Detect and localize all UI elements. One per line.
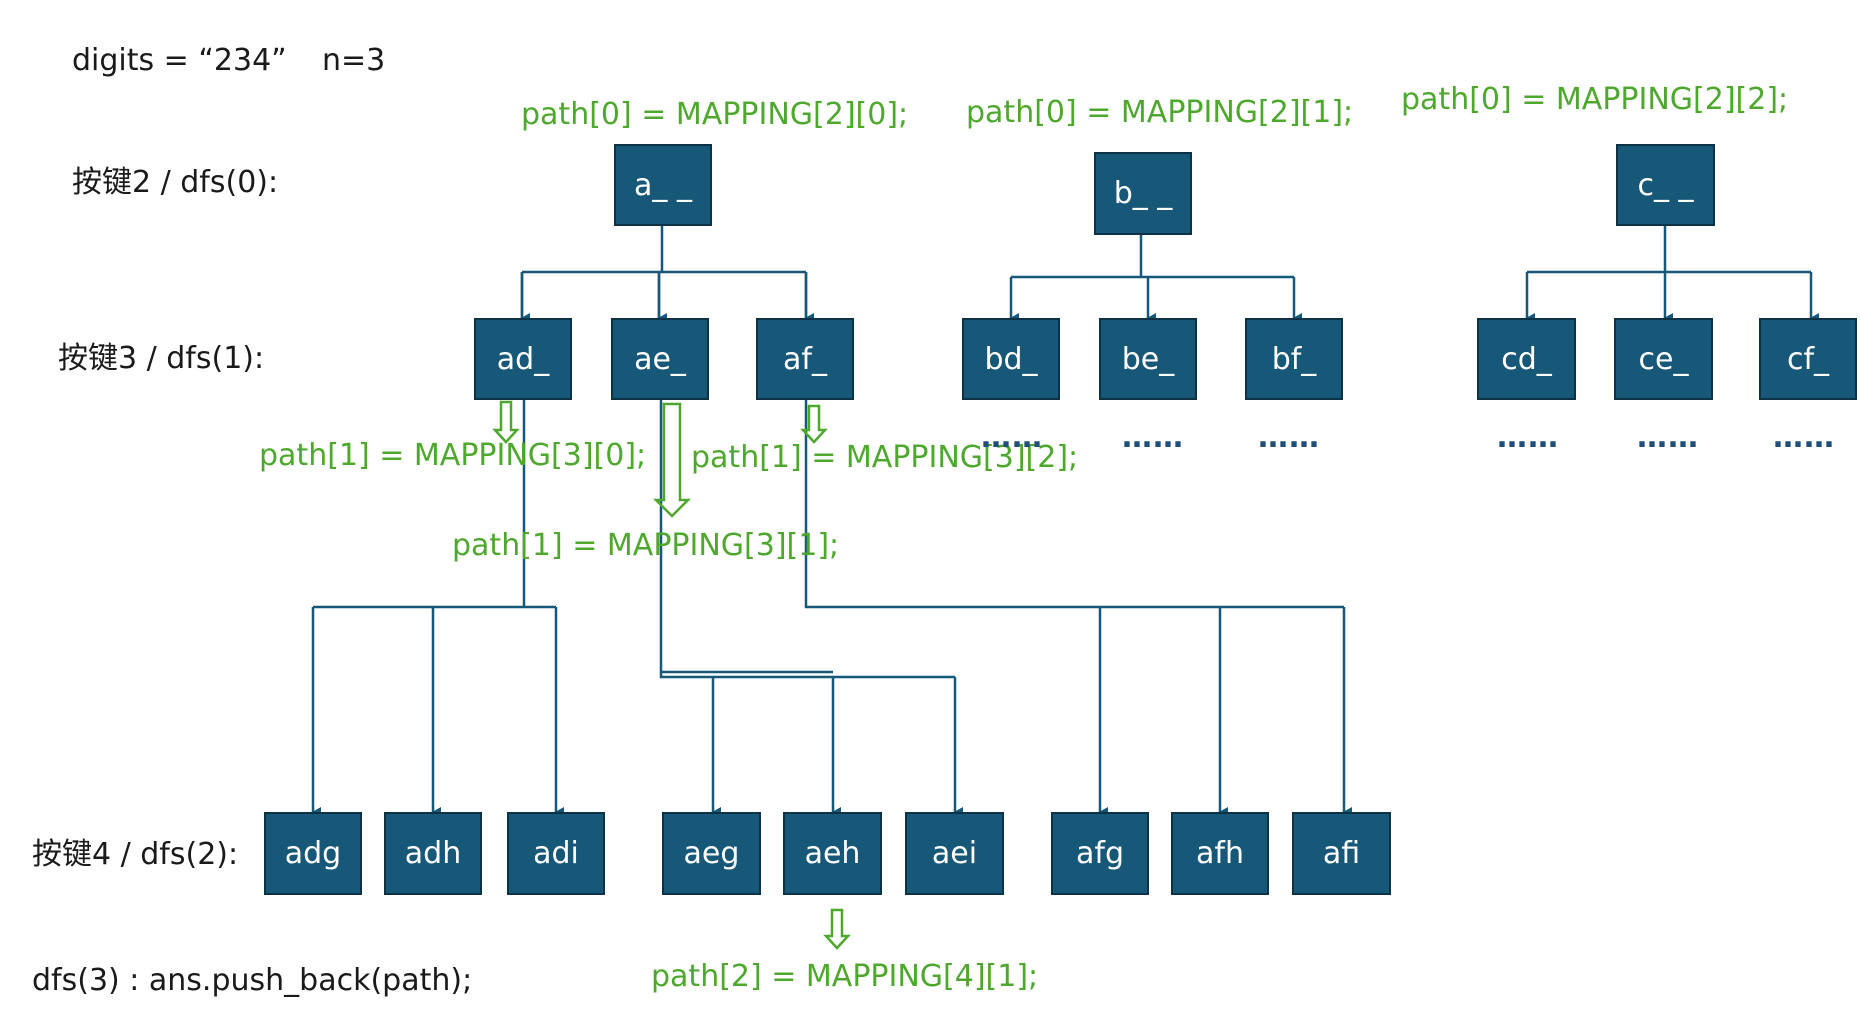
n-label: n=3 (322, 43, 386, 78)
step-arrow-ae (652, 402, 692, 518)
annotation-p21: path[2] = MAPPING[4][1]; (651, 959, 1039, 994)
annotation-a0: path[0] = MAPPING[2][0]; (521, 97, 909, 132)
node-aei: aei (905, 812, 1004, 895)
annotation-p10: path[1] = MAPPING[3][0]; (259, 438, 647, 473)
node-afh: afh (1171, 812, 1269, 895)
step-arrow-af (800, 404, 828, 444)
level-label-3: dfs(3) : ans.push_back(path); (32, 963, 473, 998)
node-afg: afg (1051, 812, 1149, 895)
node-cd: cd_ (1477, 318, 1576, 400)
node-be: be_ (1099, 318, 1197, 400)
edge-ad-children (313, 400, 556, 609)
node-ae: ae_ (611, 318, 709, 400)
level-label-1: 按键3 / dfs(1): (58, 341, 265, 376)
node-bd: bd_ (962, 318, 1060, 400)
ellipsis-bf: …… (1258, 420, 1320, 455)
node-adg: adg (264, 812, 362, 895)
ellipsis-cf: …… (1773, 420, 1835, 455)
node-afi: afi (1292, 812, 1391, 895)
ellipsis-cd: …… (1497, 420, 1559, 455)
annotation-p12: path[1] = MAPPING[3][2]; (691, 440, 1079, 475)
ellipsis-bd: …… (981, 420, 1043, 455)
node-adi: adi (507, 812, 605, 895)
edge-af-children (804, 400, 1344, 609)
ellipsis-be: …… (1122, 420, 1184, 455)
annotation-p11: path[1] = MAPPING[3][1]; (452, 528, 840, 563)
annotation-b0: path[0] = MAPPING[2][1]; (966, 95, 1354, 130)
node-af: af_ (756, 318, 854, 400)
level-label-0: 按键2 / dfs(0): (72, 165, 279, 200)
step-arrow-ad (492, 400, 520, 444)
edge-ae-children (659, 400, 955, 679)
level-label-2: 按键4 / dfs(2): (32, 837, 239, 872)
node-ad: ad_ (474, 318, 572, 400)
node-ce: ce_ (1614, 318, 1713, 400)
node-bf: bf_ (1245, 318, 1343, 400)
node-a: a_ _ (614, 144, 712, 226)
edge-a-children (520, 226, 808, 318)
ellipsis-ce: …… (1637, 420, 1699, 455)
edge-c-children (1527, 226, 1811, 274)
digits-label: digits = “234” (72, 43, 287, 78)
edge-b-children (1011, 235, 1294, 279)
node-adh: adh (384, 812, 482, 895)
node-aeg: aeg (662, 812, 761, 895)
step-arrow-aeh (823, 908, 851, 950)
node-cf: cf_ (1759, 318, 1857, 400)
node-aeh: aeh (783, 812, 882, 895)
node-c: c_ _ (1616, 144, 1715, 226)
node-b: b_ _ (1094, 152, 1192, 235)
annotation-c0: path[0] = MAPPING[2][2]; (1401, 82, 1789, 117)
